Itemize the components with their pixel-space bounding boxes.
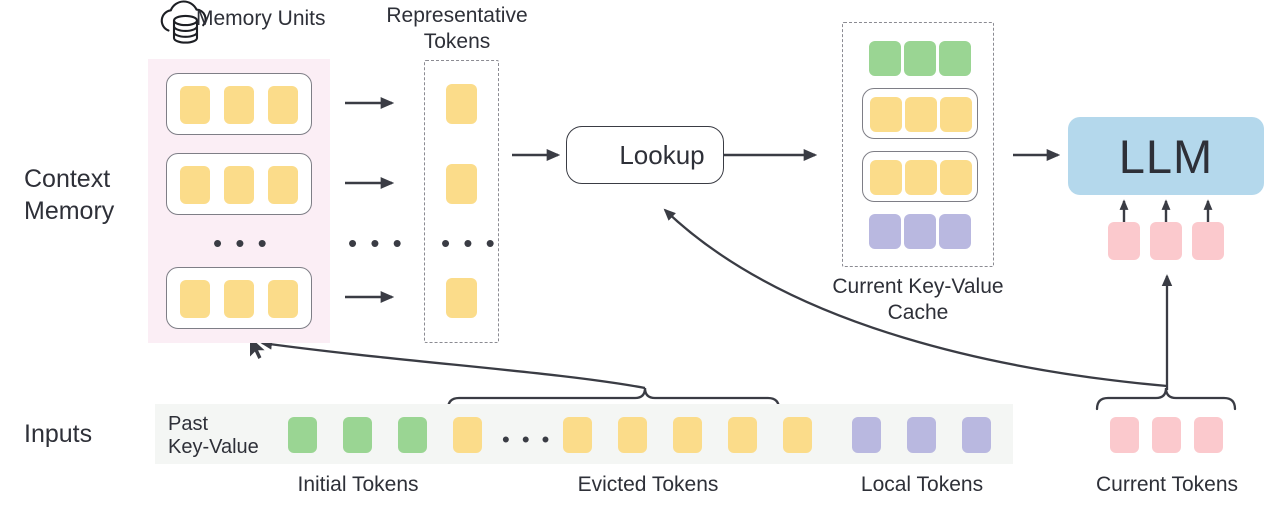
context-memory-ellipsis: • • •: [213, 228, 270, 258]
current-token-2: [1152, 417, 1181, 453]
arrow-column-ellipsis: • • •: [348, 228, 405, 258]
kv-cache-initial-token-1: [869, 41, 901, 76]
memory-unit-2-token-1: [180, 166, 210, 204]
past-kv-label-line1: Past: [168, 413, 209, 435]
representative-token-2: [446, 164, 477, 204]
memory-unit-1-token-2: [224, 86, 254, 124]
memory-unit-2-token-2: [224, 166, 254, 204]
kv-cache-local-token-2: [904, 214, 936, 249]
current-token-3: [1194, 417, 1223, 453]
inputs-label: Inputs: [24, 420, 93, 448]
context-memory-label-line1: Context: [24, 165, 111, 193]
memory-unit-2-token-3: [268, 166, 298, 204]
representative-token-n: [446, 278, 477, 318]
kv-cache-retrieved-unit-1-token-1: [870, 97, 902, 132]
kv-cache-retrieved-unit-1-token-2: [905, 97, 937, 132]
context-memory-label-line2: Memory: [24, 197, 115, 225]
representative-token-1: [446, 84, 477, 124]
input-evicted-token-6: [783, 417, 812, 453]
kv-cache-retrieved-unit-1[interactable]: [862, 88, 978, 139]
llm-input-token-1: [1108, 222, 1140, 260]
past-kv-label-line2: Key-Value: [168, 436, 259, 458]
input-local-token-1: [852, 417, 881, 453]
input-local-token-2: [907, 417, 936, 453]
memory-unit-n-token-3: [268, 280, 298, 318]
input-evicted-token-3: [618, 417, 647, 453]
memory-unit-1[interactable]: [166, 73, 312, 135]
initial-tokens-caption: Initial Tokens: [297, 473, 419, 496]
kv-cache-initial-token-3: [939, 41, 971, 76]
input-evicted-token-4: [673, 417, 702, 453]
input-evicted-token-5: [728, 417, 757, 453]
llm-input-token-2: [1150, 222, 1182, 260]
kv-cache-initial-token-2: [904, 41, 936, 76]
memory-unit-1-token-1: [180, 86, 210, 124]
memory-unit-1-token-3: [268, 86, 298, 124]
representative-tokens-box: [424, 60, 499, 343]
local-tokens-caption: Local Tokens: [860, 473, 984, 496]
llm-box[interactable]: LLM: [1068, 117, 1264, 195]
arrow-evicted-to-context-memory: [260, 339, 646, 390]
evicted-tokens-caption: Evicted Tokens: [577, 473, 719, 496]
current-tokens-caption: Current Tokens: [1095, 473, 1239, 496]
input-local-token-3: [962, 417, 991, 453]
kv-cache-local-token-3: [939, 214, 971, 249]
memory-unit-n[interactable]: [166, 267, 312, 329]
input-initial-token-3: [398, 417, 427, 453]
kv-cache-retrieved-unit-2[interactable]: [862, 151, 978, 202]
kv-cache-retrieved-unit-2-token-2: [905, 160, 937, 195]
memory-unit-n-token-1: [180, 280, 210, 318]
current-token-1: [1110, 417, 1139, 453]
kv-cache-retrieved-unit-2-token-3: [940, 160, 972, 195]
input-evicted-token-2: [563, 417, 592, 453]
brace-current-tokens: [1095, 387, 1237, 411]
kv-cache-retrieved-unit-1-token-3: [940, 97, 972, 132]
current-kv-cache-label-line1: Current Key-Value: [832, 275, 1004, 298]
representative-tokens-label-line2: Tokens: [423, 30, 491, 53]
input-initial-token-2: [343, 417, 372, 453]
lookup-button[interactable]: Lookup: [566, 126, 724, 184]
input-evicted-token-1: [453, 417, 482, 453]
llm-input-token-3: [1192, 222, 1224, 260]
arrows-current-tokens-to-llm: [1119, 199, 1213, 222]
input-evicted-ellipsis: • • •: [502, 427, 553, 452]
kv-cache-local-token-1: [869, 214, 901, 249]
memory-unit-n-token-2: [224, 280, 254, 318]
lookup-label: Lookup: [619, 139, 705, 170]
input-initial-token-1: [288, 417, 317, 453]
representative-tokens-ellipsis: • • •: [441, 228, 498, 258]
representative-tokens-label-line1: Representative: [386, 4, 528, 27]
current-kv-cache-box: [842, 22, 994, 267]
current-kv-cache-label-line2: Cache: [887, 301, 949, 324]
memory-units-label: Memory Units: [196, 7, 326, 30]
kv-cache-retrieved-unit-2-token-1: [870, 160, 902, 195]
memory-unit-2[interactable]: [166, 153, 312, 215]
